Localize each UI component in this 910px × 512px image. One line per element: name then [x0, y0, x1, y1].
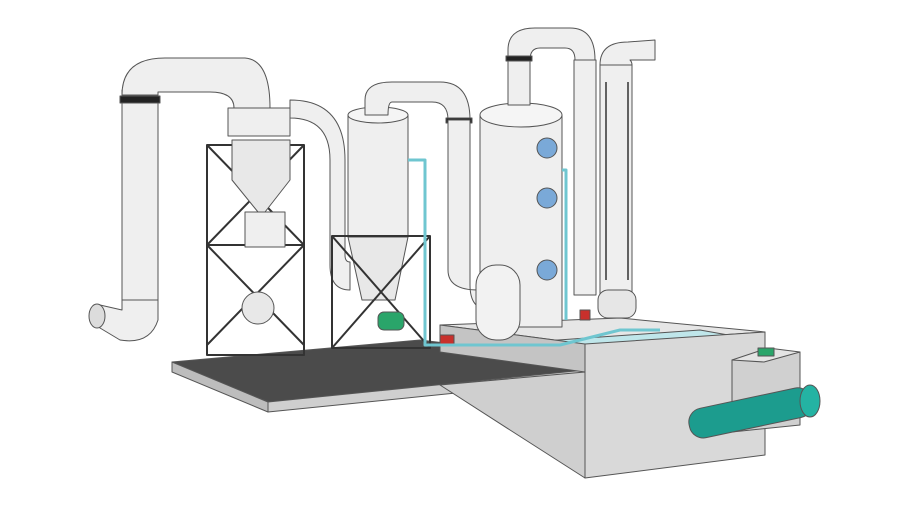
cyclone-bin	[244, 211, 286, 248]
outlet-box-motor	[757, 347, 775, 357]
tank-hopper	[439, 371, 586, 479]
left-vertical-pipe	[121, 89, 159, 306]
fan-housing	[241, 291, 275, 325]
stack-ladder	[605, 82, 629, 280]
sight-window-1	[536, 137, 558, 159]
sight-window-2	[536, 187, 558, 209]
main-tower-cap	[479, 102, 563, 128]
exhaust-stack	[599, 64, 633, 306]
sight-window-3	[536, 259, 558, 281]
tank-front	[584, 331, 766, 479]
stack-top-elbow	[599, 39, 656, 66]
pump-green-1	[377, 311, 405, 331]
left-pipe-flange-black	[119, 95, 161, 104]
left-pipe-inlet	[88, 303, 106, 329]
stack-fan	[597, 289, 637, 319]
pipe-flange-black-3	[505, 55, 533, 62]
water-pipe	[408, 158, 660, 347]
scrubber-1-cone	[347, 236, 409, 301]
main-tower-down-pipe	[573, 59, 597, 296]
pressure-vessel	[475, 264, 521, 341]
valve-red-2	[579, 309, 591, 321]
cyclone-cone	[231, 139, 291, 213]
water-pipe-2	[562, 168, 568, 320]
left-top-elbow	[121, 57, 271, 109]
cyclone-top	[227, 107, 291, 137]
scrubber-1-frame	[331, 235, 431, 349]
scrubber-1-top-pipe	[364, 81, 471, 121]
scrubber-tower-1	[347, 114, 409, 238]
cyclone-to-scrubber-pipe	[289, 99, 351, 291]
teal-pipe-end	[799, 384, 821, 418]
